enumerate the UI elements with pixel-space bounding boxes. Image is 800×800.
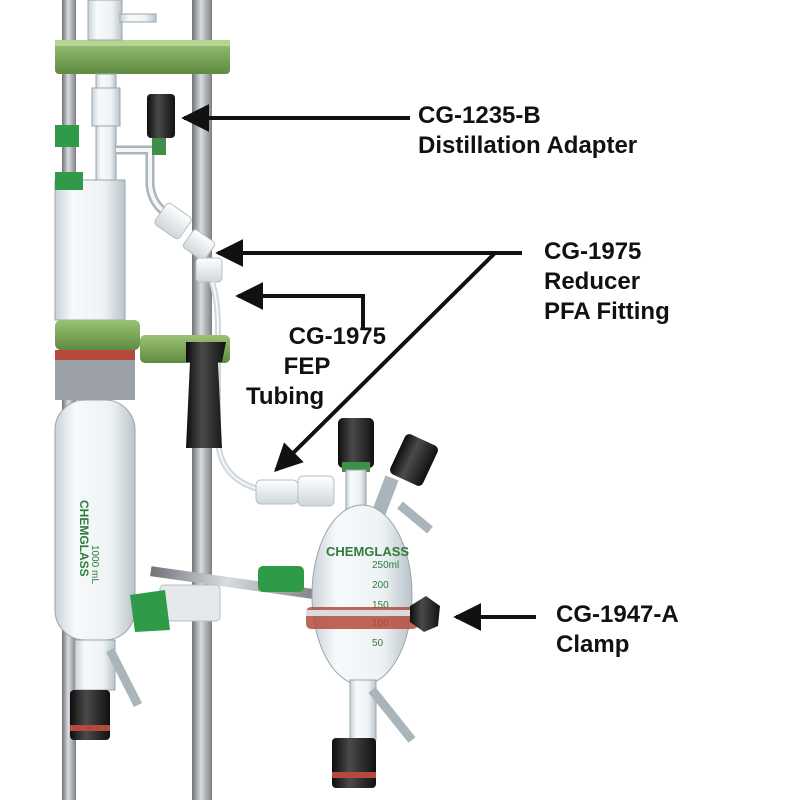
reducer-fitting-lower <box>255 475 335 507</box>
vessel-port-cap-2 <box>55 172 83 190</box>
horizontal-clamp-arm <box>130 566 320 632</box>
reducer-fitting-upper <box>154 202 223 283</box>
green-knob-right <box>258 566 304 592</box>
small-flask-top-cap <box>338 418 374 468</box>
small-flask: CHEMGLASS 250ml 200 150 100 50 <box>306 418 440 788</box>
vessel-brand: CHEMGLASS <box>77 500 91 577</box>
vessel-port-cap <box>55 125 79 147</box>
main-clamp-knob <box>186 342 226 448</box>
label-reducer-material: PFA Fitting <box>544 298 670 325</box>
label-clamp-code: CG-1947-A <box>556 601 679 628</box>
label-clamp-name: Clamp <box>556 631 630 658</box>
reducer-arrow-lower <box>274 251 497 472</box>
label-distillation-adapter-name: Distillation Adapter <box>418 132 638 159</box>
label-reducer-name: Reducer <box>544 268 641 295</box>
label-distillation-adapter: CG-1235-B Distillation Adapter <box>418 101 637 161</box>
svg-text:150: 150 <box>372 600 389 611</box>
flask-clamp-knob <box>410 596 440 632</box>
small-flask-brand: CHEMGLASS <box>326 544 409 559</box>
svg-text:250ml: 250ml <box>372 560 399 571</box>
label-distillation-adapter-code: CG-1235-B <box>418 102 541 129</box>
label-tubing-code: CG-1975 <box>288 323 386 350</box>
svg-text:200: 200 <box>372 580 389 591</box>
label-reducer-fitting: CG-1975 Reducer PFA Fitting <box>544 237 670 327</box>
reactor-vessel: CHEMGLASS 1000 mL <box>54 179 230 740</box>
green-knob-left <box>130 590 170 632</box>
top-support-frame <box>55 40 230 74</box>
small-flask-side-cap <box>390 434 438 486</box>
adapter-black-cap <box>147 94 175 138</box>
label-clamp: CG-1947-A Clamp <box>556 600 679 660</box>
label-reducer-code: CG-1975 <box>544 238 642 265</box>
label-tubing-name: Tubing <box>246 383 325 410</box>
vessel-scale-label: 1000 mL <box>89 545 100 584</box>
svg-text:50: 50 <box>372 638 384 649</box>
label-tubing-material: FEP <box>283 353 331 380</box>
tubing-arrow <box>235 282 365 328</box>
label-fep-tubing: CG-1975 FEP Tubing <box>246 322 386 412</box>
